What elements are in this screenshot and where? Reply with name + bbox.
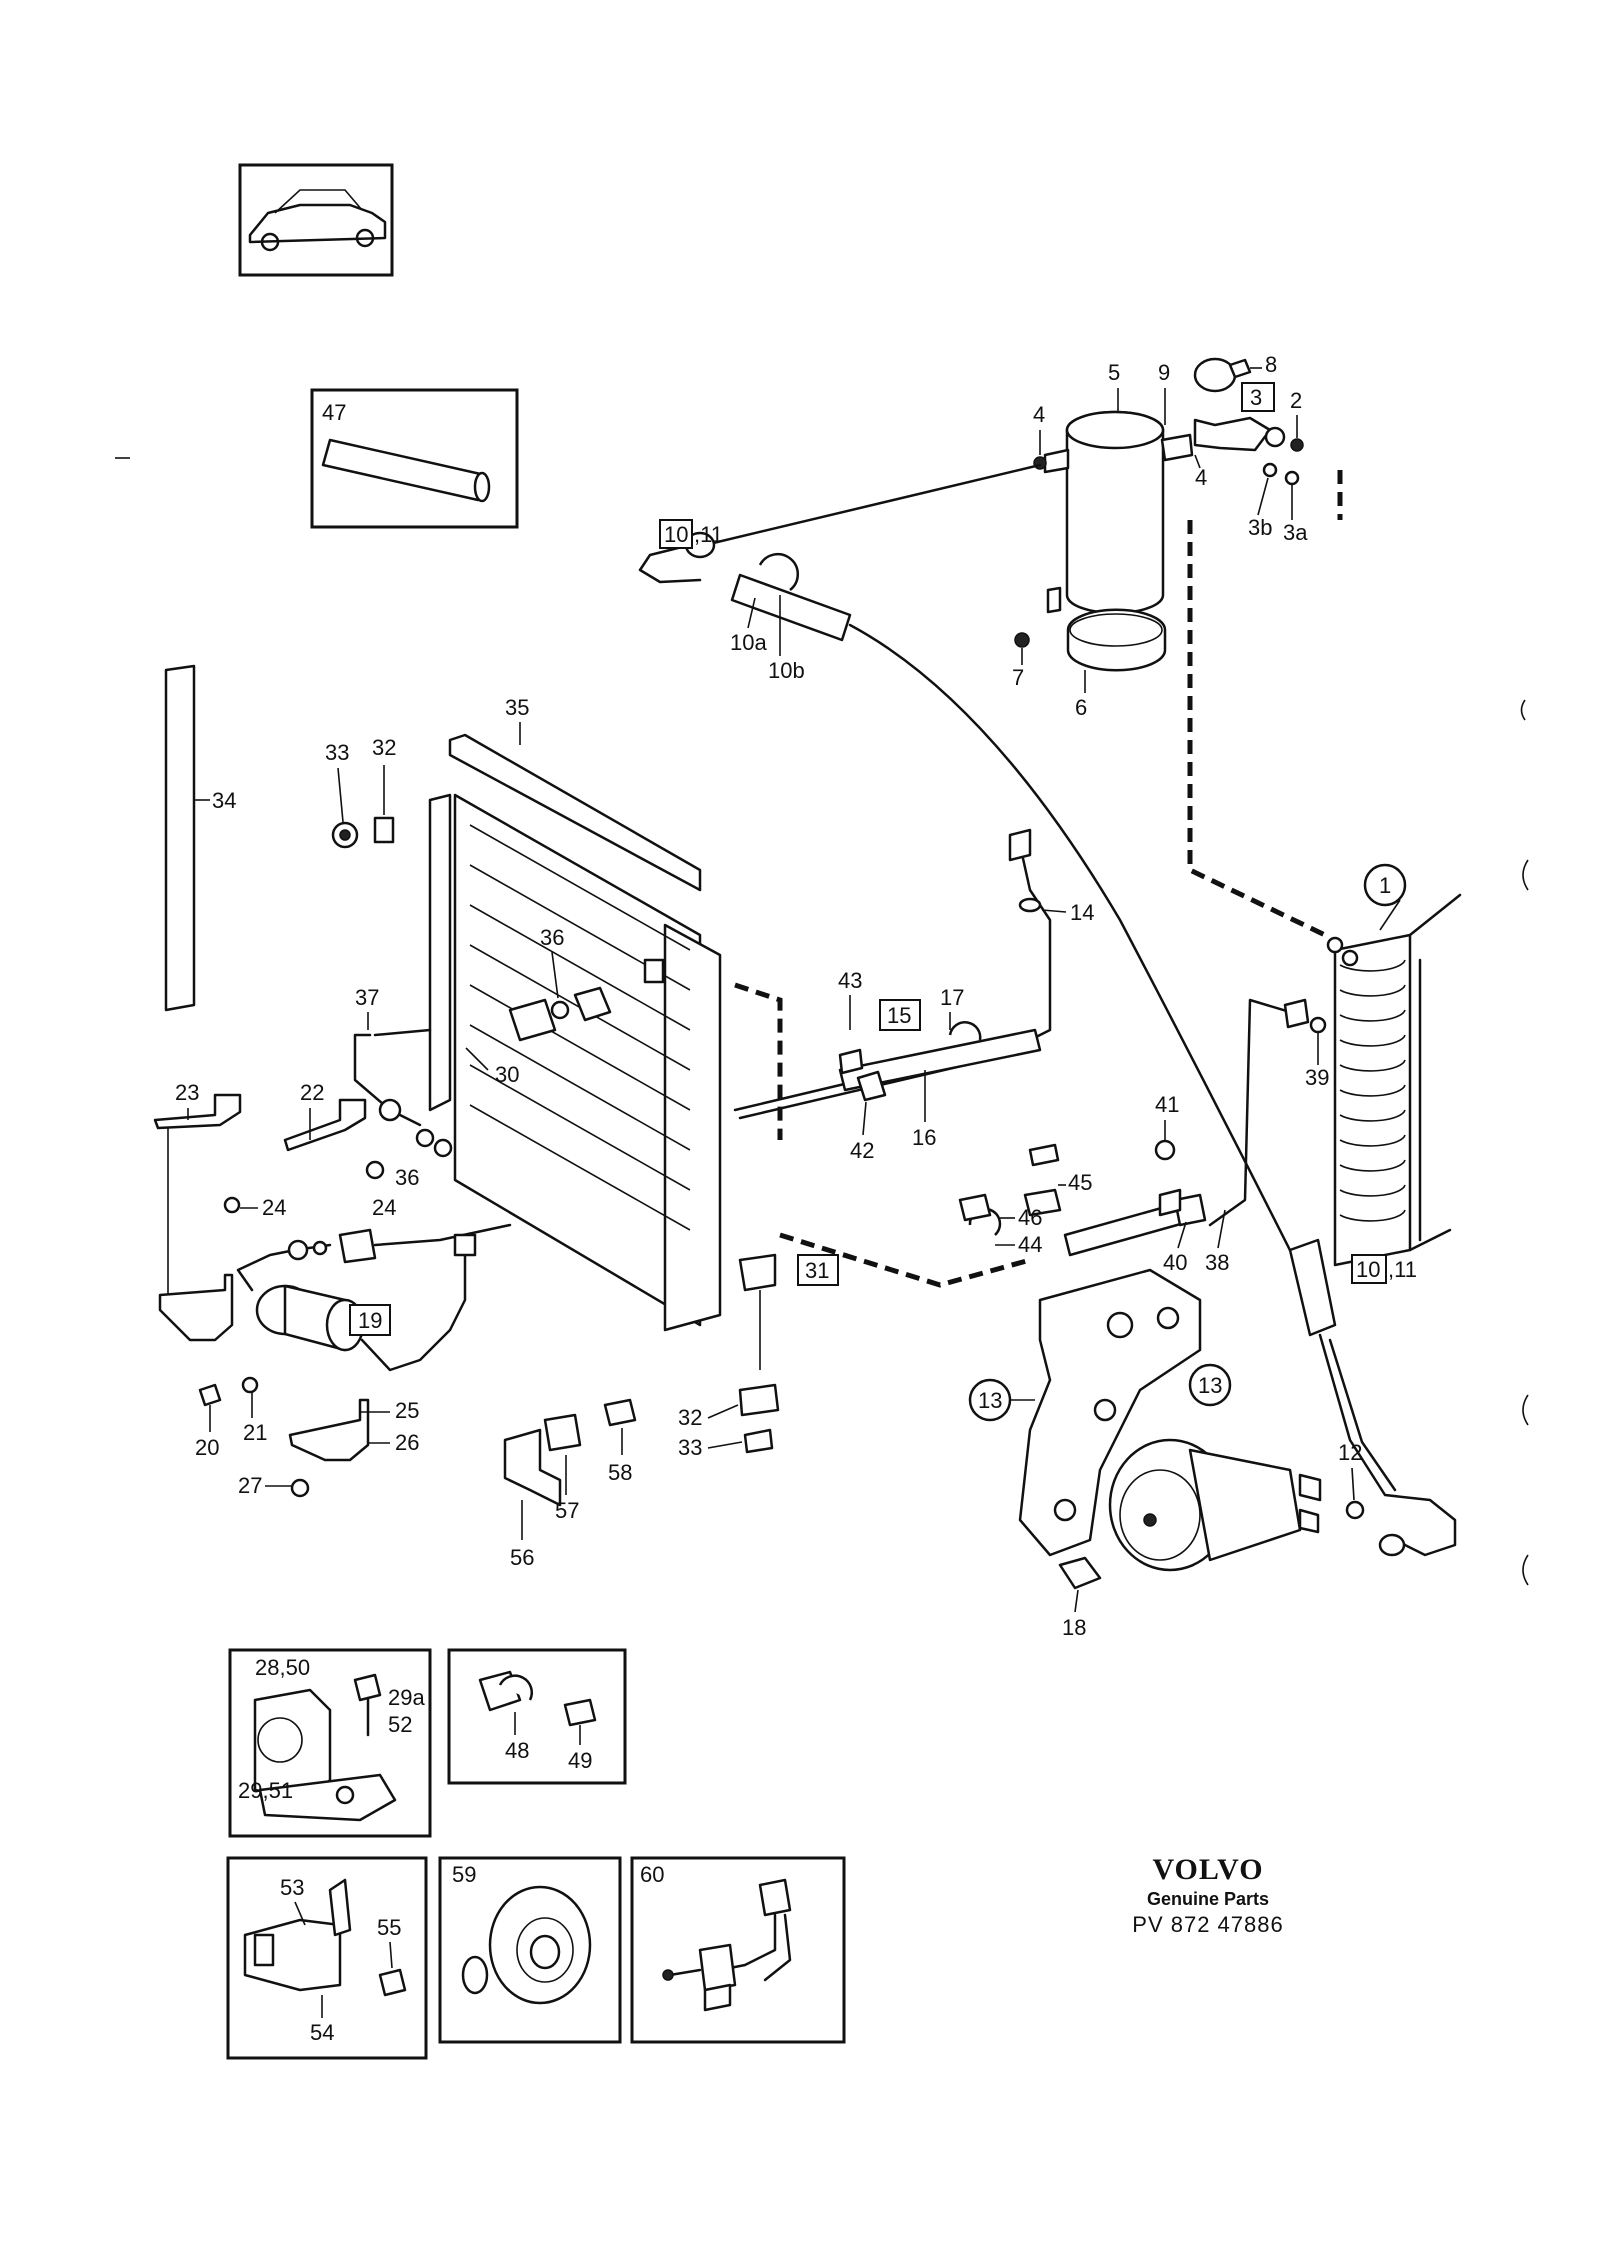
callout-47: 47 — [322, 400, 346, 425]
callout-5: 5 — [1108, 360, 1120, 385]
callout-30: 30 — [495, 1062, 519, 1087]
callout-36b: 36 — [395, 1165, 419, 1190]
callout-36a: 36 — [540, 925, 564, 950]
inset-label-49: 49 — [568, 1748, 592, 1773]
inset-label-52: 52 — [388, 1712, 412, 1737]
callout-46: 46 — [1018, 1205, 1042, 1230]
callout-26: 26 — [395, 1430, 419, 1455]
callout-42: 42 — [850, 1138, 874, 1163]
seal-strip-34: 34 — [164, 664, 236, 1012]
hose-16: 14 43 15 17 42 16 — [733, 828, 1094, 1163]
inset-label-55: 55 — [377, 1915, 401, 1940]
callout-32a: 32 — [372, 735, 396, 760]
callout-44: 44 — [1018, 1232, 1042, 1257]
callout-33b: 33 — [678, 1435, 702, 1460]
callout-24a: 24 — [262, 1195, 286, 1220]
callout-37: 37 — [355, 985, 379, 1010]
callout-10-a: 10 — [664, 522, 688, 547]
inset-label-48: 48 — [505, 1738, 529, 1763]
volvo-branding: VOLVO Genuine Parts PV 872 47886 — [1128, 1853, 1288, 1938]
inset-label-28-50: 28,50 — [255, 1655, 310, 1680]
callout-57: 57 — [555, 1498, 579, 1523]
inset-label-29a: 29a — [388, 1685, 425, 1710]
callout-11-b: ,11 — [1388, 1257, 1417, 1282]
callout-19: 19 — [358, 1308, 382, 1333]
callout-9: 9 — [1158, 360, 1170, 385]
callout-35: 35 — [505, 695, 529, 720]
callout-10b: 10b — [768, 658, 805, 683]
callout-58: 58 — [608, 1460, 632, 1485]
callout-13a: 13 — [978, 1388, 1002, 1413]
vehicle-thumbnail — [238, 163, 394, 277]
inset-pulley: 59 — [438, 1856, 622, 2044]
callout-38: 38 — [1205, 1250, 1229, 1275]
filter-19-assembly: 19 20 21 25 26 27 — [158, 1223, 512, 1498]
callout-43: 43 — [838, 968, 862, 993]
callout-8: 8 — [1265, 352, 1277, 377]
evaporator-1: 1 39 — [1208, 863, 1462, 1267]
callout-23: 23 — [175, 1080, 199, 1105]
compressor-13: 13 13 18 12 10 ,11 — [968, 1238, 1457, 1640]
inset-label-29-51: 29,51 — [238, 1778, 293, 1803]
callout-39: 39 — [1305, 1065, 1329, 1090]
volvo-logo: VOLVO — [1152, 1853, 1264, 1886]
callout-20: 20 — [195, 1435, 219, 1460]
callout-56: 56 — [510, 1545, 534, 1570]
callout-22: 22 — [300, 1080, 324, 1105]
dashed-routing — [734, 470, 1343, 1288]
margin-marks — [115, 457, 1529, 1586]
inset-label-59: 59 — [452, 1862, 476, 1887]
callout-12: 12 — [1338, 1440, 1362, 1465]
genuine-parts-label: Genuine Parts — [1146, 1889, 1270, 1909]
callout-7: 7 — [1012, 665, 1024, 690]
callout-25: 25 — [395, 1398, 419, 1423]
callout-31: 31 — [805, 1258, 829, 1283]
inset-bracket-kit: 28,50 29a 52 29,51 — [228, 1648, 432, 1838]
callout-32b: 32 — [678, 1405, 702, 1430]
inset-hose-47: 47 — [310, 388, 519, 529]
callout-10-b: 10 — [1356, 1257, 1380, 1282]
inset-label-53: 53 — [280, 1875, 304, 1900]
brackets-22-23: 23 22 24 24 — [153, 1080, 396, 1300]
callout-17: 17 — [940, 985, 964, 1010]
inset-clamp-kit: 53 55 54 — [226, 1856, 428, 2060]
callout-6: 6 — [1075, 695, 1087, 720]
callout-34: 34 — [212, 788, 236, 813]
receiver-drier-5: 5 9 8 3 2 4 4 3b 3a 7 6 10 ,11 10a 10b — [638, 352, 1322, 1312]
callout-4b: 4 — [1195, 465, 1207, 490]
callout-45: 45 — [1068, 1170, 1092, 1195]
callout-14: 14 — [1070, 900, 1094, 925]
inset-label-60: 60 — [640, 1862, 664, 1887]
callout-4a: 4 — [1033, 402, 1045, 427]
callout-1: 1 — [1379, 873, 1391, 898]
part-number: PV 872 47886 — [1132, 1912, 1284, 1937]
callout-3b: 3b — [1248, 515, 1272, 540]
callout-33a: 33 — [325, 740, 349, 765]
callout-10a: 10a — [730, 630, 767, 655]
callout-21: 21 — [243, 1420, 267, 1445]
clamp-56-57-58: 56 57 58 — [503, 1398, 637, 1570]
callout-15: 15 — [887, 1003, 911, 1028]
hose-38: 41 40 38 45 46 44 — [958, 1092, 1229, 1275]
callout-2: 2 — [1290, 388, 1302, 413]
inset-switch: 60 — [630, 1856, 846, 2044]
callout-3: 3 — [1250, 385, 1262, 410]
callout-18: 18 — [1062, 1615, 1086, 1640]
callout-27: 27 — [238, 1473, 262, 1498]
callout-16: 16 — [912, 1125, 936, 1150]
condenser-assembly: 35 36 33 32 30 — [325, 695, 722, 1332]
inset-label-54: 54 — [310, 2020, 334, 2045]
callout-13b: 13 — [1198, 1373, 1222, 1398]
inset-clip-kit: 48 49 — [447, 1648, 627, 1785]
callout-41: 41 — [1155, 1092, 1179, 1117]
callout-24b: 24 — [372, 1195, 396, 1220]
callout-3a: 3a — [1283, 520, 1308, 545]
pipe-37: 37 36 — [353, 985, 453, 1190]
mount-31: 31 32 33 — [678, 1253, 839, 1460]
callout-11-a: ,11 — [694, 522, 723, 547]
callout-40: 40 — [1163, 1250, 1187, 1275]
